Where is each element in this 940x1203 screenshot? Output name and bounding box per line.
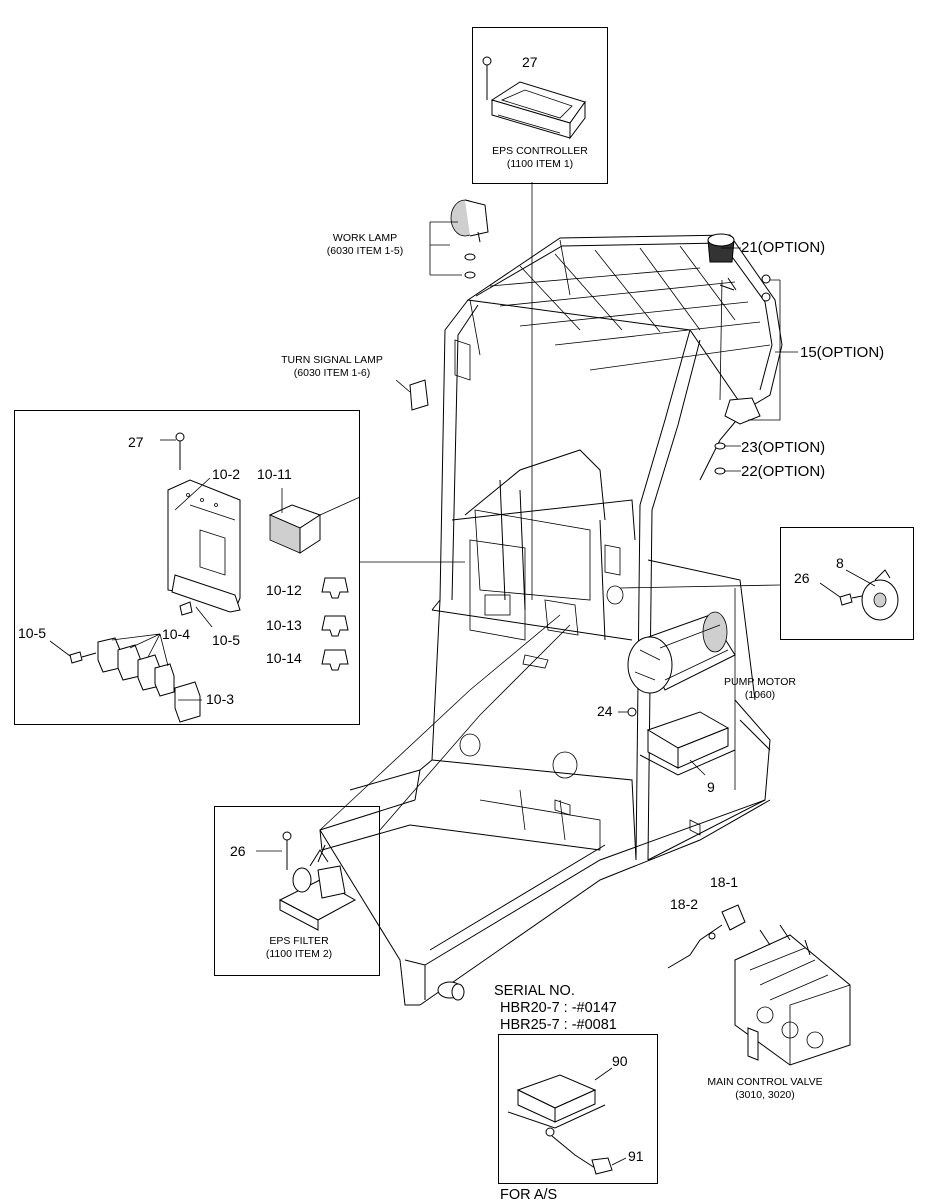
caption-pump-motor: PUMP MOTOR (1060) <box>705 676 815 702</box>
callout-10-4: 10-4 <box>162 626 191 642</box>
turn-signal-lamp-drawing <box>409 379 429 411</box>
caption-mcv-line1: MAIN CONTROL VALVE <box>707 1076 823 1088</box>
callout-8: 8 <box>836 555 844 571</box>
caption-eps-filter-line1: EPS FILTER <box>269 935 329 947</box>
caption-turn-signal-line1: TURN SIGNAL LAMP <box>281 354 383 366</box>
main-control-valve-drawing <box>667 904 851 1066</box>
as-kit-detail <box>507 1067 627 1175</box>
callout-10-5-right: 10-5 <box>212 632 241 648</box>
item-9-drawing <box>627 707 736 776</box>
caption-pump-motor-line2: (1060) <box>744 689 776 701</box>
callout-26-horn: 26 <box>794 570 810 586</box>
callout-24: 24 <box>597 703 613 719</box>
caption-eps-controller-line1: EPS CONTROLLER <box>492 145 588 157</box>
callout-10-13: 10-13 <box>266 617 302 633</box>
horn-detail <box>819 569 899 621</box>
callout-18-1: 18-1 <box>710 874 739 890</box>
eps-controller-drawing <box>482 56 586 140</box>
callout-18-2: 18-2 <box>670 896 699 912</box>
callout-9: 9 <box>707 779 715 795</box>
callout-27-relay: 27 <box>128 434 144 450</box>
caption-eps-filter: EPS FILTER (1100 ITEM 2) <box>254 935 344 961</box>
horn-detail-box <box>780 527 914 640</box>
callout-23-option: 23(OPTION) <box>741 439 826 456</box>
callout-10-2: 10-2 <box>212 466 241 482</box>
callout-10-12: 10-12 <box>266 582 302 598</box>
footer-label: FOR A/S <box>500 1187 558 1203</box>
callout-21-option: 21(OPTION) <box>741 239 826 256</box>
serial-line-1: HBR20-7 : -#0147 <box>500 1000 617 1016</box>
callout-91: 91 <box>628 1148 644 1164</box>
caption-eps-controller: EPS CONTROLLER (1100 ITEM 1) <box>472 145 608 171</box>
callout-22-option: 22(OPTION) <box>741 463 826 480</box>
caption-turn-signal-line2: (6030 ITEM 1-6) <box>293 367 371 379</box>
caption-work-lamp-line2: (6030 ITEM 1-5) <box>326 245 404 257</box>
callout-27-controller: 27 <box>522 54 538 70</box>
caption-work-lamp: WORK LAMP (6030 ITEM 1-5) <box>300 232 430 258</box>
pump-motor-drawing <box>627 611 736 694</box>
caption-eps-controller-line2: (1100 ITEM 1) <box>506 158 574 170</box>
callout-90: 90 <box>612 1053 628 1069</box>
caption-work-lamp-line1: WORK LAMP <box>332 232 398 244</box>
eps-filter-box <box>214 806 380 976</box>
serial-heading: SERIAL NO. <box>494 983 575 999</box>
relay-detail-box <box>14 410 360 725</box>
serial-line-2: HBR25-7 : -#0081 <box>500 1017 617 1033</box>
as-kit-box <box>498 1034 658 1184</box>
leader-lines <box>319 182 798 831</box>
callout-26-filter: 26 <box>230 843 246 859</box>
option-beacon-drawing <box>707 233 771 475</box>
caption-turn-signal-lamp: TURN SIGNAL LAMP (6030 ITEM 1-6) <box>262 354 402 380</box>
callout-10-3: 10-3 <box>206 691 235 707</box>
eps-filter-detail <box>256 831 357 931</box>
callout-10-11: 10-11 <box>257 466 292 482</box>
caption-pump-motor-line1: PUMP MOTOR <box>724 676 796 688</box>
work-lamp-drawing <box>450 199 489 279</box>
relay-bracket-detail <box>49 432 361 723</box>
caption-mcv-line2: (3010, 3020) <box>735 1089 795 1101</box>
caption-main-control-valve: MAIN CONTROL VALVE (3010, 3020) <box>690 1076 840 1102</box>
callout-15-option: 15(OPTION) <box>800 344 885 361</box>
caption-eps-filter-line2: (1100 ITEM 2) <box>265 948 333 960</box>
eps-controller-box <box>472 27 608 184</box>
callout-10-14: 10-14 <box>266 650 302 666</box>
callout-10-5-left: 10-5 <box>18 625 47 641</box>
